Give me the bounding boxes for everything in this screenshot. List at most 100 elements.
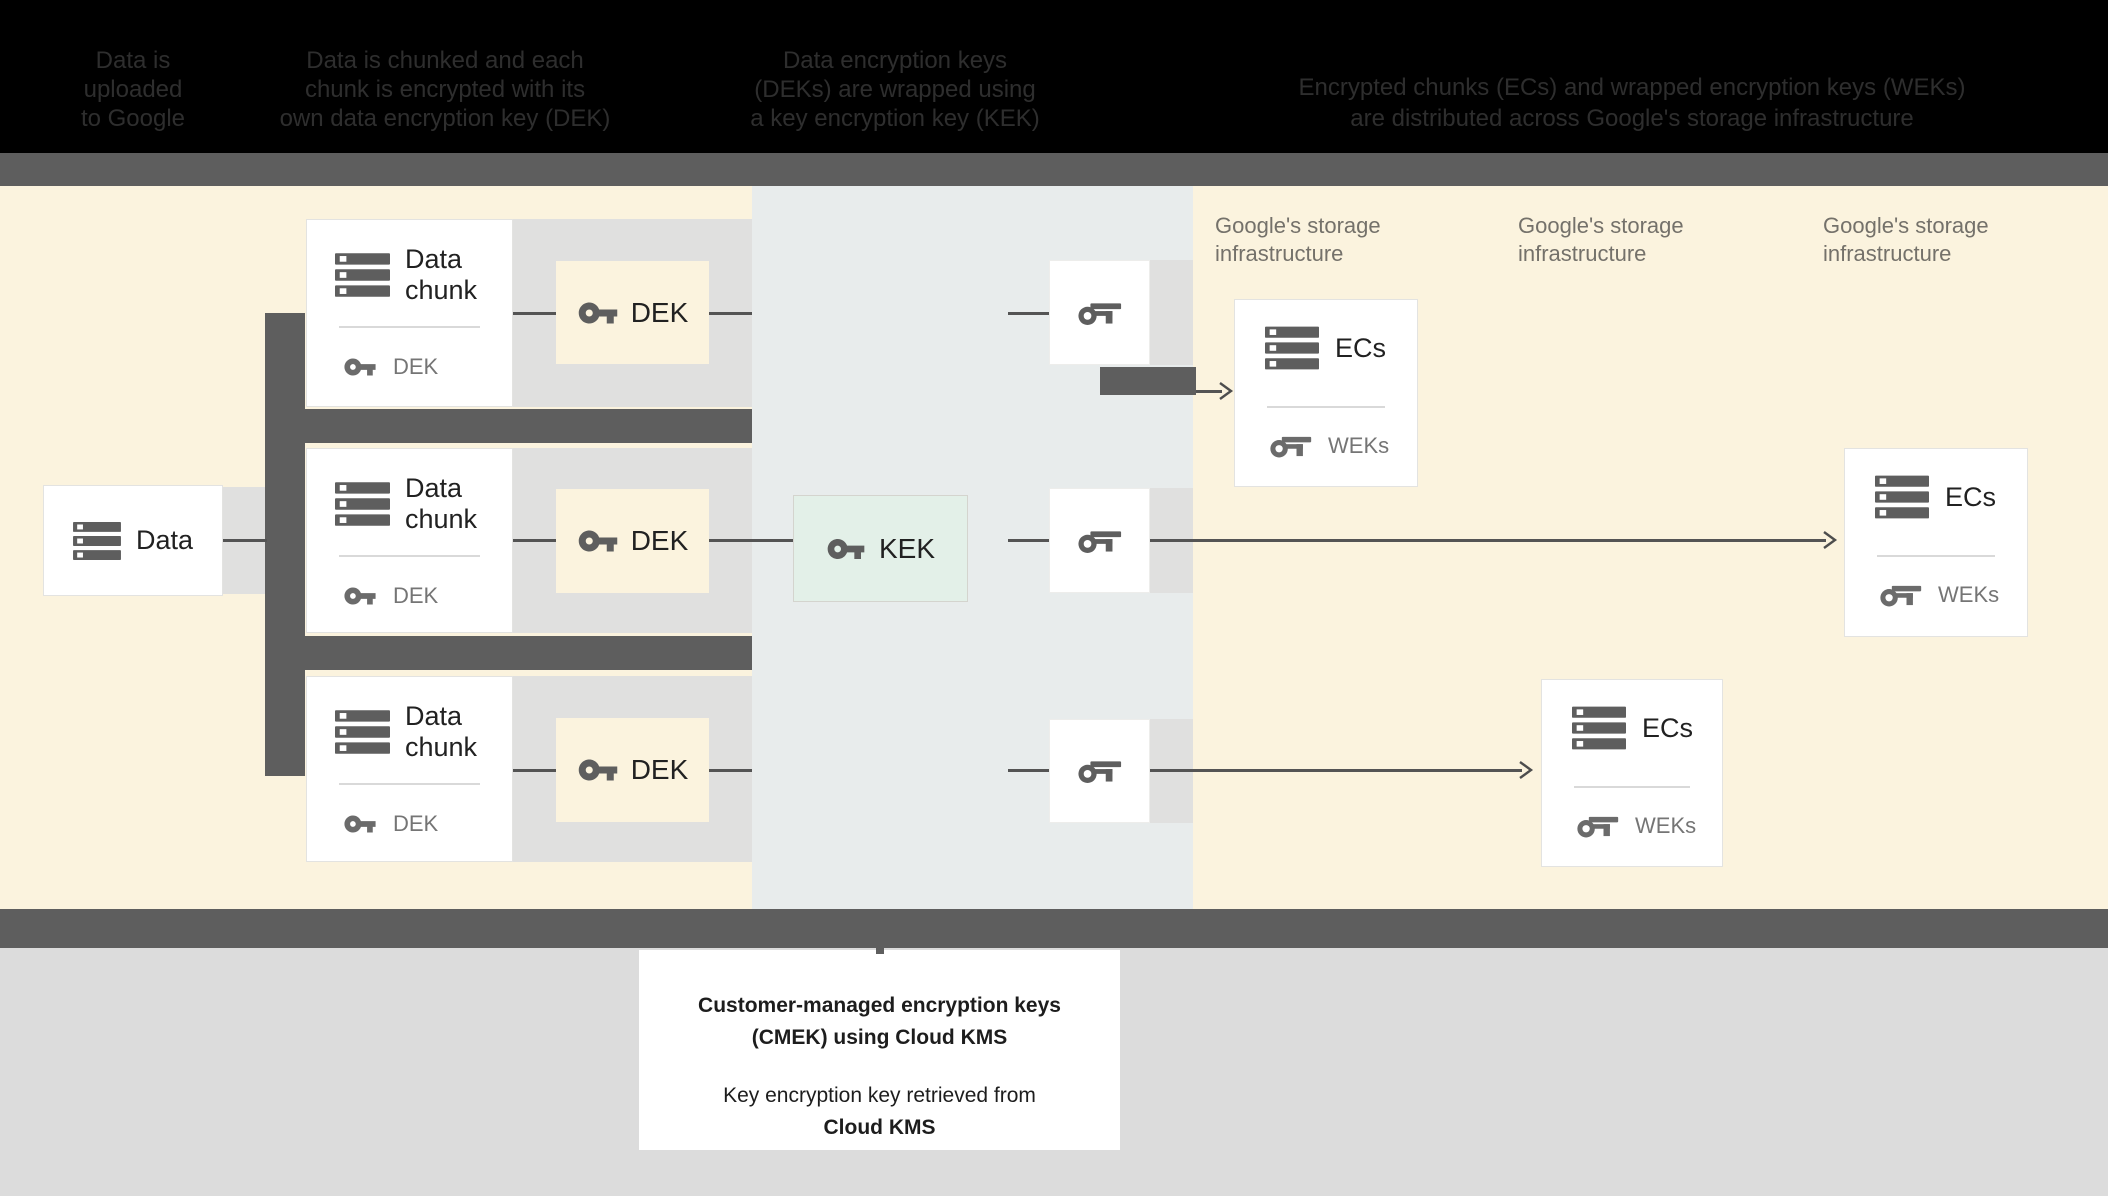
kek-box-label: KEK <box>878 532 936 564</box>
storage-infrastructure-label: Google's storage infrastructure <box>1823 213 1989 266</box>
header-step-1-line: to Google <box>80 105 186 132</box>
server-stack-icon <box>335 710 390 754</box>
card-divider <box>1877 555 1995 557</box>
server-stack-icon <box>73 521 121 560</box>
round-key-icon <box>1077 761 1121 783</box>
arrow-line <box>1150 769 1522 772</box>
header-step-4-line: are distributed across Google's storage … <box>1350 105 1914 132</box>
connector-line <box>513 769 556 772</box>
trunk-bar <box>265 313 305 776</box>
header-step-2-line: own data encryption key (DEK) <box>279 105 611 132</box>
header-step-3-line: a key encryption key (KEK) <box>750 105 1040 132</box>
ec-card: ECs WEKs <box>1541 679 1723 867</box>
dek-key-icon <box>578 302 617 323</box>
data-to-trunk-line <box>221 539 267 542</box>
wek-key-icon <box>1577 816 1619 838</box>
card-divider <box>339 326 480 328</box>
header-step-2-line: Data is chunked and each <box>306 47 584 74</box>
chunk-dek-label: DEK <box>393 583 439 608</box>
ec-card-title: ECs <box>1642 712 1694 743</box>
ec-wek-label: WEKs <box>1328 433 1390 458</box>
connector-line <box>1008 769 1049 772</box>
arrow-line <box>1196 390 1222 393</box>
row-divider-bar-2 <box>265 636 752 670</box>
server-stack-icon <box>1875 475 1929 519</box>
arrowhead-icon <box>1219 382 1234 400</box>
wrapped-key-bar <box>1100 367 1196 395</box>
wrapping-key-box <box>1049 260 1150 365</box>
chunk-dek-label: DEK <box>393 811 439 836</box>
key-box-tail <box>1150 260 1193 365</box>
connector-line <box>513 312 556 315</box>
server-stack-icon <box>335 253 390 297</box>
ec-card-title: ECs <box>1335 332 1387 363</box>
kek-box: KEK <box>793 495 968 602</box>
dek-box-label: DEK <box>630 525 689 556</box>
server-stack-icon <box>1265 326 1319 370</box>
wrapping-key-box <box>1049 488 1150 593</box>
header-step-3: Data encryption keys (DEKs) are wrapped … <box>710 46 1080 133</box>
ec-card-title: ECs <box>1945 481 1997 512</box>
header-step-4-line: Encrypted chunks (ECs) and wrapped encry… <box>1298 74 1966 101</box>
round-key-icon <box>1077 530 1121 553</box>
arrow-line <box>1150 539 1826 542</box>
dek-box: DEK <box>556 261 709 364</box>
connector-line <box>1008 312 1049 315</box>
round-key-icon <box>1077 302 1121 325</box>
footer-band <box>0 909 2108 948</box>
header-step-2-line: chunk is encrypted with its <box>304 76 586 103</box>
header-step-2: Data is chunked and each chunk is encryp… <box>260 46 630 133</box>
caption-body: Key encryption key retrieved from Cloud … <box>723 1084 1036 1139</box>
connector-line <box>709 312 752 315</box>
kek-key-icon <box>827 538 865 559</box>
ec-card: ECs WEKs <box>1234 299 1418 487</box>
dek-key-icon <box>344 815 376 833</box>
storage-infrastructure-label: Google's storage infrastructure <box>1215 213 1381 266</box>
wek-key-icon <box>1880 585 1922 607</box>
caption-box: Customer-managed encryption keys (CMEK) … <box>639 950 1120 1150</box>
server-stack-icon <box>335 482 390 526</box>
card-divider <box>1574 786 1690 788</box>
wrapping-key-box <box>1049 719 1150 823</box>
ec-wek-label: WEKs <box>1938 582 2000 607</box>
dek-key-icon <box>578 530 617 552</box>
data-box: Data <box>43 485 223 596</box>
header-step-3-line: (DEKs) are wrapped using <box>754 76 1036 103</box>
header-step-1-line: Data is <box>95 47 171 74</box>
connector-line <box>1008 539 1049 542</box>
dek-key-icon <box>578 759 617 781</box>
header-step-1: Data is uploaded to Google <box>23 46 243 133</box>
header-step-3-line: Data encryption keys <box>782 47 1008 74</box>
connector-line <box>513 539 556 542</box>
arrowhead-icon <box>1823 531 1838 549</box>
dek-box: DEK <box>556 718 709 822</box>
header-step-1-line: uploaded <box>83 76 183 103</box>
server-stack-icon <box>1572 706 1626 750</box>
chunk-dek-label: DEK <box>393 354 439 379</box>
ec-card: ECs WEKs <box>1844 448 2028 637</box>
dek-box-label: DEK <box>630 754 689 785</box>
card-divider <box>339 783 480 785</box>
header-band <box>0 0 2108 153</box>
card-divider <box>1267 406 1385 408</box>
header-step-4: Encrypted chunks (ECs) and wrapped encry… <box>1272 72 1992 134</box>
connector-line <box>709 769 752 772</box>
header-divider-band <box>0 153 2108 186</box>
row-divider-bar-1 <box>265 409 752 443</box>
arrowhead-icon <box>1519 761 1534 779</box>
caption-connector-tick <box>876 944 884 954</box>
wek-key-icon <box>1270 436 1312 458</box>
caption-title: Customer-managed encryption keys (CMEK) … <box>698 994 1061 1049</box>
dek-key-icon <box>344 358 376 376</box>
dek-key-icon <box>344 587 376 605</box>
dek-box: DEK <box>556 489 709 593</box>
storage-infrastructure-label: Google's storage infrastructure <box>1518 213 1684 266</box>
card-divider <box>339 555 480 557</box>
data-box-label: Data <box>135 525 194 555</box>
